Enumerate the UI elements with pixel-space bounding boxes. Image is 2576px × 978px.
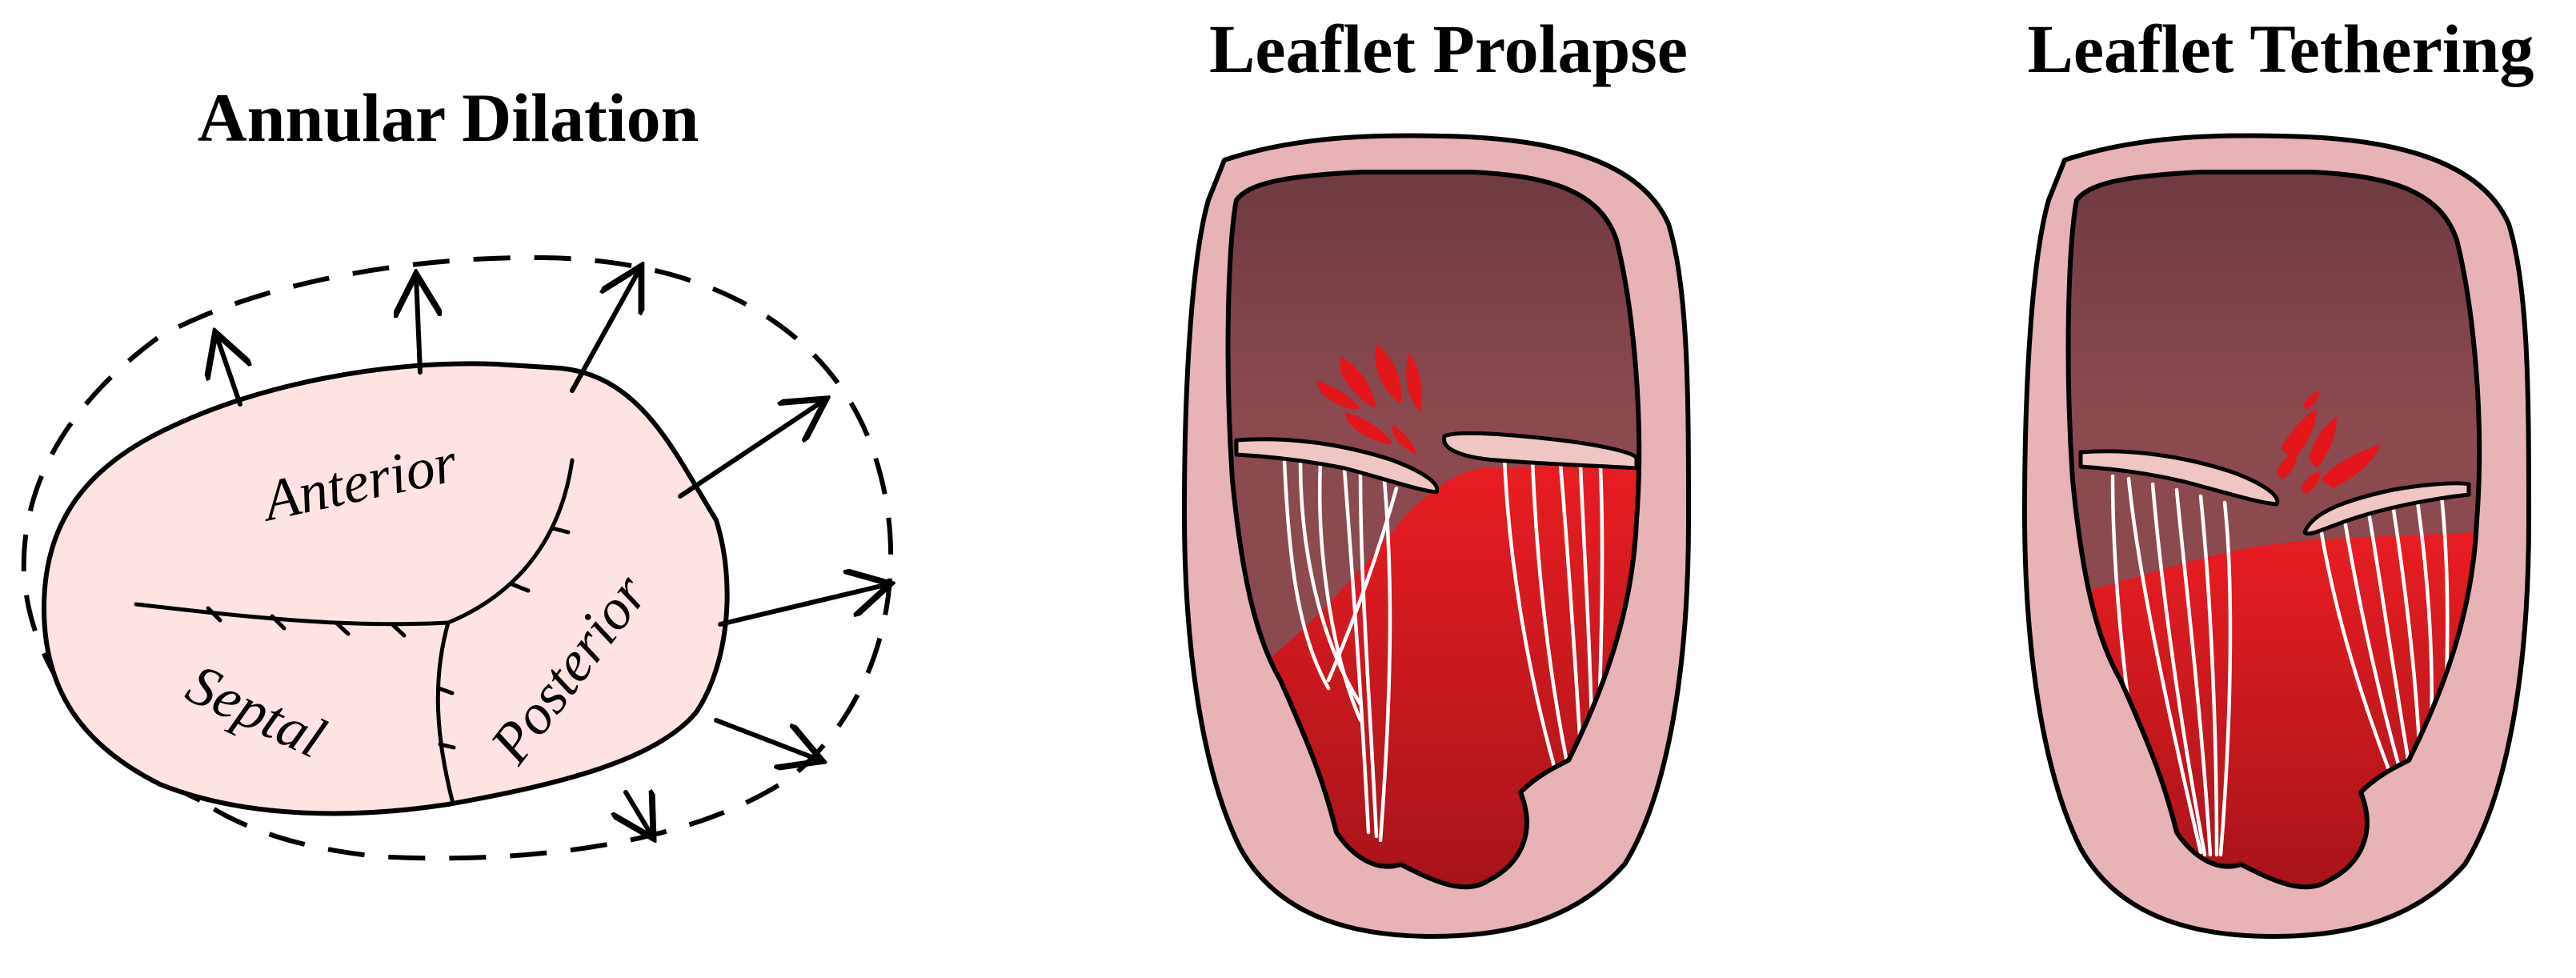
leaflet-right-prolapse bbox=[1442, 431, 1639, 471]
regurgitant-jet-tethering bbox=[2277, 391, 2381, 495]
leaflet-left-prolapse bbox=[1234, 437, 1440, 495]
dilation-arrows bbox=[216, 268, 888, 836]
annulus-shape bbox=[42, 361, 730, 816]
title-annular-dilation: Annular Dilation bbox=[198, 79, 699, 156]
title-leaflet-tethering: Leaflet Tethering bbox=[2028, 10, 2534, 87]
title-leaflet-prolapse: Leaflet Prolapse bbox=[1209, 10, 1688, 87]
chamber-outline-tethering bbox=[2065, 170, 2482, 890]
chamber-outline-prolapse bbox=[1225, 170, 1642, 890]
leaflet-right-tethering bbox=[2302, 481, 2471, 536]
regurgitant-jet-prolapse bbox=[1316, 344, 1422, 455]
dilated-annulus-outline bbox=[21, 255, 894, 861]
panel-annular-dilation: Annular Dilation bbox=[21, 79, 894, 861]
leaflet-left-tethering bbox=[2078, 449, 2280, 507]
coaptation-lines bbox=[134, 458, 575, 803]
panel-leaflet-tethering: Leaflet Tethering bbox=[2022, 10, 2534, 939]
panel-leaflet-prolapse: Leaflet Prolapse bbox=[1182, 10, 1691, 939]
